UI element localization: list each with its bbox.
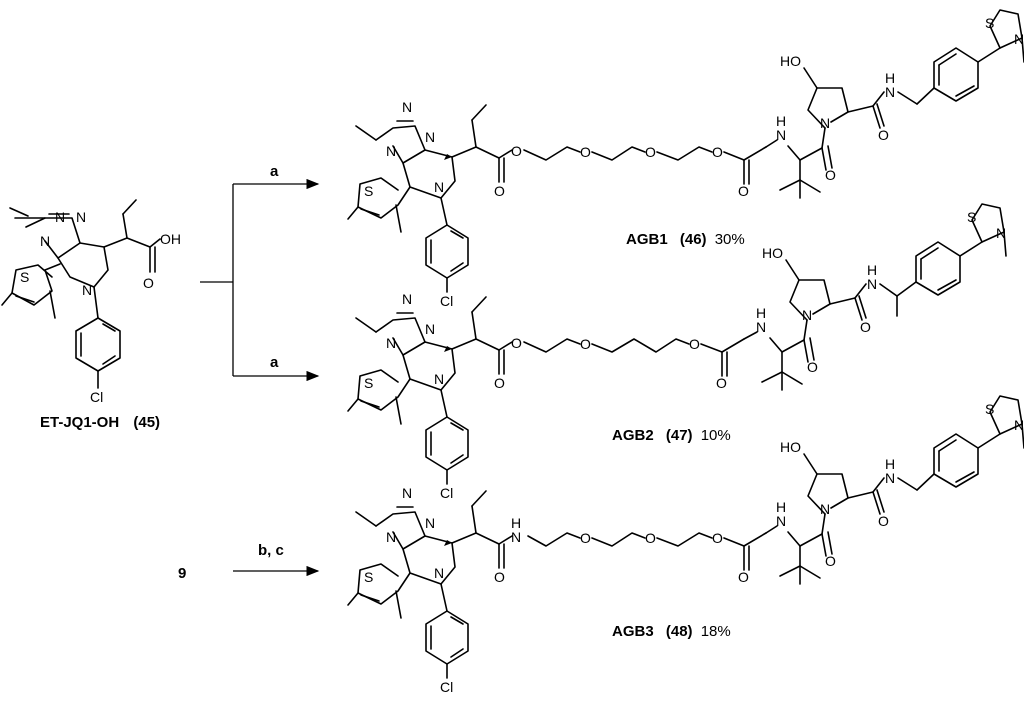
product-label-agb3: AGB3 (48) 18% [612,623,731,640]
atom-n: N [76,209,86,225]
atom-o: O [825,167,836,183]
atom-oh: OH [160,231,181,247]
atom-o: O [712,144,723,160]
reagent-label-a: a [270,163,279,180]
atom-n: N [40,233,50,249]
atom-o: O [645,144,656,160]
product-name: AGB3 [612,623,654,640]
reagent-label-a: a [270,354,279,371]
atom-o: O [511,335,522,351]
atom-o: O [511,143,522,159]
atom-h: H [776,499,786,515]
atom-n: N [996,225,1006,241]
atom-h: H [885,70,895,86]
product-label-agb1: AGB1 (46) 30% [626,231,745,248]
atom-n: N [386,143,396,159]
product-number: (46) [680,231,707,248]
atom-n: N [402,99,412,115]
product-number: (47) [666,427,693,444]
product-yield: 30% [715,231,745,248]
atom-n: N [802,307,812,323]
atom-cl: Cl [90,389,103,405]
product-name: AGB1 [626,231,668,248]
atom-o: O [580,144,591,160]
atom-h: H [867,262,877,278]
atom-n: N [820,501,830,517]
atom-n: N [402,485,412,501]
atom-n: N [425,321,435,337]
atom-n: N [434,371,444,387]
atom-o: O [494,183,505,199]
product-yield: 18% [701,623,731,640]
atom-o: O [712,530,723,546]
atom-o: O [580,530,591,546]
atom-n: N [1014,417,1024,433]
atom-s: S [364,569,373,585]
atom-o: O [645,530,656,546]
atom-s: S [985,15,994,31]
atom-n: N [55,209,65,225]
atom-o: O [878,127,889,143]
atom-o: O [716,375,727,391]
atom-n: N [820,115,830,131]
product-agb2-structure: N N N S N Cl O O O O O N H O N HO O N H … [347,203,1007,501]
atom-ho: HO [762,245,783,261]
atom-cl: Cl [440,293,453,309]
atom-n: N [776,513,786,529]
atom-o: O [807,359,818,375]
atom-n: N [434,565,444,581]
atom-s: S [20,269,29,285]
starting-material-structure: N N N S N OH O Cl [1,199,181,405]
product-number: (48) [666,623,693,640]
atom-n: N [434,179,444,195]
atom-n: N [867,276,877,292]
atom-s: S [364,183,373,199]
atom-n: N [386,335,396,351]
atom-n: N [425,515,435,531]
atom-h: H [885,456,895,472]
atom-cl: Cl [440,679,453,695]
atom-s: S [985,401,994,417]
atom-o: O [689,336,700,352]
atom-h: H [756,305,766,321]
product-name: AGB2 [612,427,654,444]
atom-o: O [494,569,505,585]
atom-n: N [386,529,396,545]
product-label-agb2: AGB2 (47) 10% [612,427,731,444]
atom-h: H [511,515,521,531]
atom-cl: Cl [440,485,453,501]
atom-n: N [425,129,435,145]
atom-h: H [776,113,786,129]
product-agb3-structure: N N N S N Cl N H O O O O O N H O N HO O … [347,395,1024,695]
start-compound-label: ET-JQ1-OH (45) [40,414,160,431]
atom-o: O [143,275,154,291]
atom-ho: HO [780,53,801,69]
atom-n: N [1014,31,1024,47]
atom-o: O [878,513,889,529]
atom-ho: HO [780,439,801,455]
atom-n: N [885,84,895,100]
atom-s: S [967,209,976,225]
product-agb1-structure: N N N S N Cl O O O O O O N H O N HO O N … [347,9,1024,309]
atom-o: O [738,183,749,199]
atom-n: N [511,529,521,545]
atom-o: O [580,336,591,352]
atom-o: O [825,553,836,569]
atom-o: O [494,375,505,391]
atom-s: S [364,375,373,391]
start-compound-name: ET-JQ1-OH [40,414,119,431]
atom-n: N [756,319,766,335]
atom-n: N [776,127,786,143]
reagent-label-bc: b, c [258,542,284,559]
atom-n: N [885,470,895,486]
atom-o: O [860,319,871,335]
atom-n: N [82,282,92,298]
atom-n: N [402,291,412,307]
start-compound-number: (45) [133,414,160,431]
reaction-arrows [200,178,320,577]
product-yield: 10% [701,427,731,444]
atom-o: O [738,569,749,585]
compound-9-label: 9 [178,565,186,582]
